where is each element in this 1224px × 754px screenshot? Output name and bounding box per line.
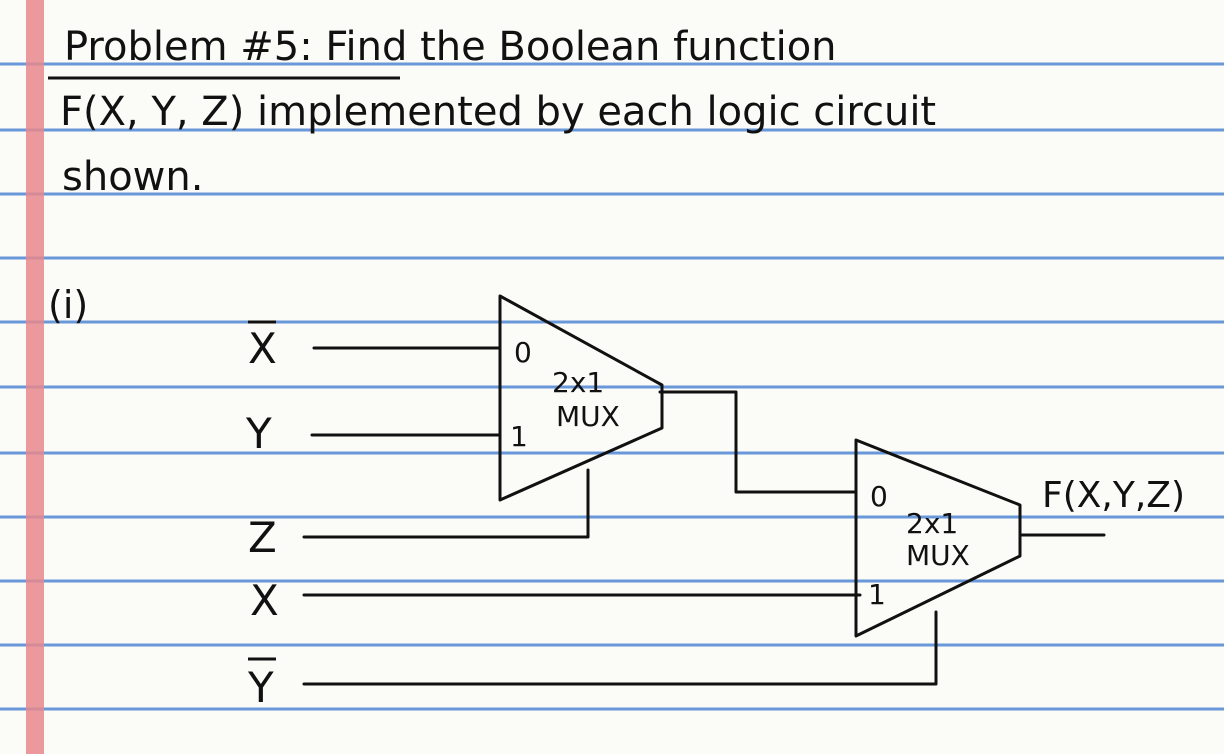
- input-label-x-bar: X: [248, 324, 277, 373]
- mux-1-title: 2x1: [552, 366, 604, 399]
- input-label-y-bar: Y: [247, 663, 274, 712]
- output-label: F(X,Y,Z): [1042, 475, 1185, 516]
- wire-mux1-to-mux2: [658, 390, 858, 494]
- part-label: (i): [48, 283, 88, 327]
- mux-1-input-1-label: 1: [510, 420, 528, 453]
- problem-text-line3: shown.: [62, 154, 203, 200]
- input-label-y: Y: [245, 409, 272, 458]
- ruled-lines: [0, 62, 1224, 711]
- wire-y-bar-to-mux2-select: [302, 610, 938, 686]
- mux-1: 0 1 2x1 MUX: [498, 294, 664, 502]
- mux-2-input-0-label: 0: [870, 480, 888, 513]
- mux-2-title: 2x1: [906, 507, 958, 540]
- mux-2-input-1-label: 1: [868, 578, 886, 611]
- mux-2-body: [854, 438, 1022, 638]
- mux-1-body: [498, 294, 664, 502]
- input-label-z: Z: [248, 513, 277, 562]
- mux-2: 0 1 2x1 MUX: [854, 438, 1022, 638]
- input-label-x: X: [250, 576, 279, 625]
- margin-line: [26, 0, 44, 754]
- wire-z-to-mux1-select: [302, 468, 590, 539]
- mux-1-subtitle: MUX: [556, 400, 620, 433]
- problem-title: Problem #5: Find the Boolean function: [64, 24, 837, 70]
- problem-text-line2: F(X, Y, Z) implemented by each logic cir…: [60, 89, 936, 135]
- mux-1-input-0-label: 0: [514, 336, 532, 369]
- mux-2-subtitle: MUX: [906, 539, 970, 572]
